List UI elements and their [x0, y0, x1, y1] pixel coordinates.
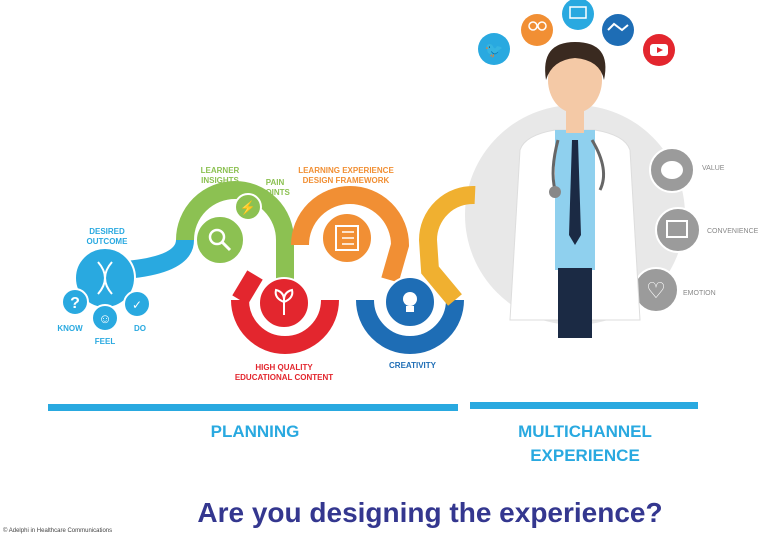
lightbulb-icon — [384, 276, 436, 328]
label-ledf: LEARNING EXPERIENCE DESIGN FRAMEWORK — [298, 166, 394, 185]
checklist-icon — [321, 212, 373, 264]
brain-icon — [649, 147, 695, 193]
label-desired-outcome: DESIRED OUTCOME — [86, 227, 128, 246]
section-multichannel: MULTICHANNEL EXPERIENCE — [518, 422, 652, 465]
svg-text:⚡: ⚡ — [240, 200, 256, 216]
search-icon — [195, 215, 245, 265]
svg-text:♡: ♡ — [646, 278, 666, 303]
label-know: KNOW — [57, 324, 83, 333]
label-convenience: CONVENIENCE — [707, 228, 759, 235]
svg-text:🐦: 🐦 — [485, 42, 504, 59]
svg-text:?: ? — [70, 295, 80, 312]
question-icon: ? — [61, 288, 89, 316]
label-emotion: EMOTION — [683, 290, 716, 297]
label-do: DO — [134, 324, 146, 333]
handshake-icon — [602, 14, 634, 46]
path-blue — [124, 238, 194, 279]
label-value: VALUE — [702, 165, 725, 172]
label-pain-points: PAIN POINTS — [260, 178, 290, 197]
label-feel: FEEL — [94, 337, 116, 346]
laptop-icon — [562, 0, 594, 30]
plant-icon — [258, 277, 310, 329]
svg-text:✓: ✓ — [132, 298, 142, 312]
path-red — [231, 299, 339, 354]
path-orange — [291, 186, 410, 283]
label-learner-insights: LEARNER INSIGHTS — [200, 166, 240, 185]
heart-icon: ♡ — [633, 267, 679, 313]
twitter-icon: 🐦 — [478, 33, 510, 65]
multichannel-bar — [470, 402, 698, 409]
people-icon — [521, 14, 553, 46]
doctor-illustration — [509, 42, 641, 338]
path-darkblue — [356, 299, 464, 354]
section-planning: PLANNING — [210, 422, 300, 441]
dna-icon — [74, 247, 136, 309]
smile-icon: ☺ — [91, 304, 119, 332]
check-icon: ✓ — [123, 290, 151, 318]
path-green — [176, 181, 294, 280]
svg-text:☺: ☺ — [98, 311, 111, 326]
path-yellow — [418, 185, 476, 306]
lightning-icon: ⚡ — [234, 193, 262, 221]
headline: Are you designing the experience? — [197, 497, 663, 528]
label-high-quality-content: HIGH QUALITY EDUCATIONAL CONTENT — [234, 363, 334, 382]
planning-bar — [48, 404, 458, 411]
label-creativity: CREATIVITY — [389, 361, 436, 370]
copyright: © Adelphi in Healthcare Communications — [3, 528, 113, 534]
chart-icon — [655, 207, 701, 253]
youtube-icon — [643, 34, 675, 66]
